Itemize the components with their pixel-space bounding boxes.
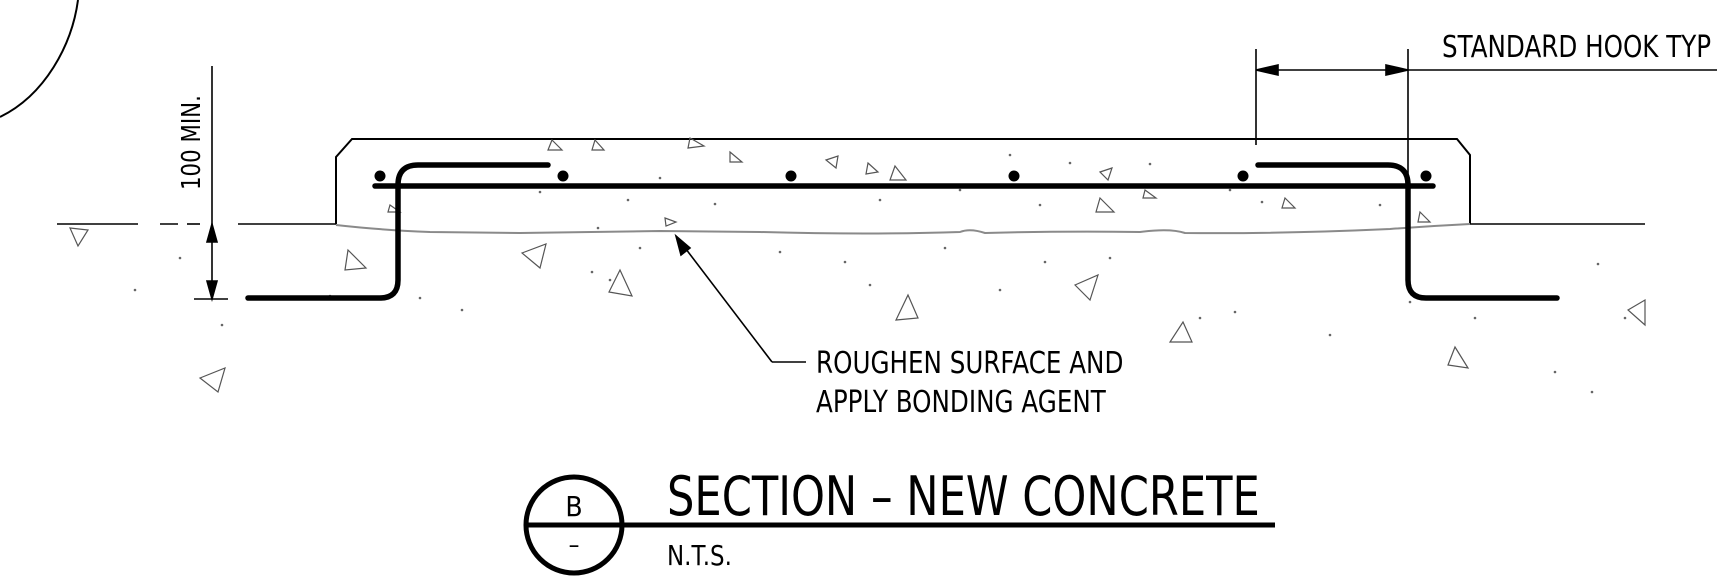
left-dowel-bar [245, 162, 551, 301]
note-line-2: APPLY BONDING AGENT [816, 386, 1106, 420]
dimension-label: 100 MIN. [176, 95, 207, 190]
section-title: SECTION – NEW CONCRETE [667, 465, 1260, 528]
concrete-aggregate [69, 137, 1646, 394]
dimension-100-min [194, 66, 228, 302]
hook-label: STANDARD HOOK TYP [1442, 31, 1711, 65]
right-dowel-bar [1255, 162, 1560, 301]
roughened-interface [335, 223, 1471, 235]
slab-outline [335, 138, 1471, 224]
detail-circle-arc [0, 0, 79, 118]
note-line-1: ROUGHEN SURFACE AND [816, 347, 1123, 381]
section-letter: B [565, 491, 582, 524]
hook-dimension [1255, 49, 1717, 190]
concrete-stipple [133, 153, 1627, 394]
section-bubble [523, 474, 1275, 576]
scale-note: N.T.S. [667, 540, 732, 573]
sheet-reference: – [569, 532, 580, 559]
note-leader [674, 233, 806, 363]
transverse-rebar [374, 170, 1432, 182]
